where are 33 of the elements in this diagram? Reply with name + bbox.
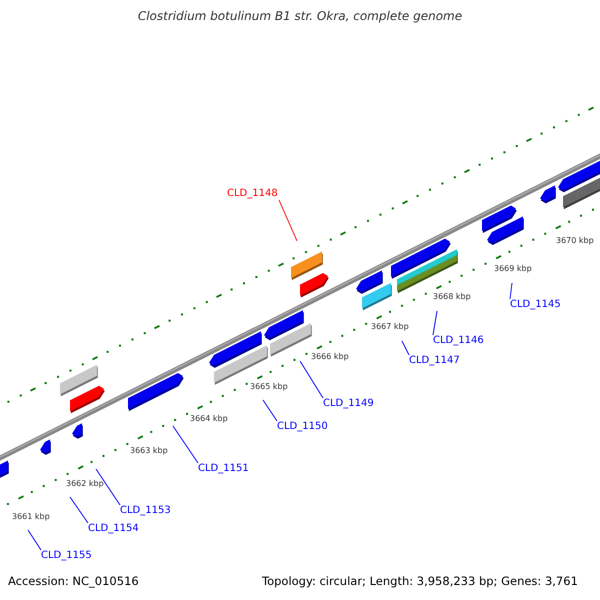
position-label: 3663 kbp [130, 446, 168, 456]
gene-label: CLD_1151 [198, 463, 249, 475]
leader-line [510, 282, 512, 300]
gene-label: CLD_1145 [510, 299, 561, 311]
accession-text: Accession: NC_010516 [8, 574, 139, 588]
position-label: 3664 kbp [190, 414, 228, 424]
leader-line [172, 426, 198, 464]
position-label: 3661 kbp [12, 512, 50, 522]
gene-label: CLD_1153 [120, 505, 171, 517]
leader-line [28, 530, 42, 550]
gene-label: CLD_1149 [323, 398, 374, 410]
position-label: 3665 kbp [250, 382, 288, 392]
leader-line [70, 496, 88, 524]
genome-stats-text: Topology: circular; Length: 3,958,233 bp; Genes: 3,761 [262, 574, 578, 588]
leader-line [278, 200, 298, 242]
position-label: 3666 kbp [311, 352, 349, 362]
position-label: 3662 kbp [66, 479, 104, 489]
leader-line [300, 360, 324, 398]
leader-line [262, 400, 278, 422]
map-title: Clostridium botulinum B1 str. Okra, complete genome [138, 9, 462, 23]
position-label: 3668 kbp [433, 292, 471, 302]
position-label: 3667 kbp [371, 322, 409, 332]
position-label: 3669 kbp [494, 264, 532, 274]
gene-label: CLD_1148 [227, 188, 278, 200]
position-label: 3670 kbp [556, 236, 594, 246]
leader-line [432, 310, 438, 336]
gene-label: CLD_1154 [88, 523, 139, 535]
gene-label: CLD_1150 [277, 421, 328, 433]
gene-label: CLD_1146 [433, 335, 484, 347]
gene-label: CLD_1147 [409, 355, 460, 367]
leader-line [402, 340, 410, 356]
gene-label: CLD_1155 [41, 550, 92, 562]
leader-line [96, 468, 120, 506]
